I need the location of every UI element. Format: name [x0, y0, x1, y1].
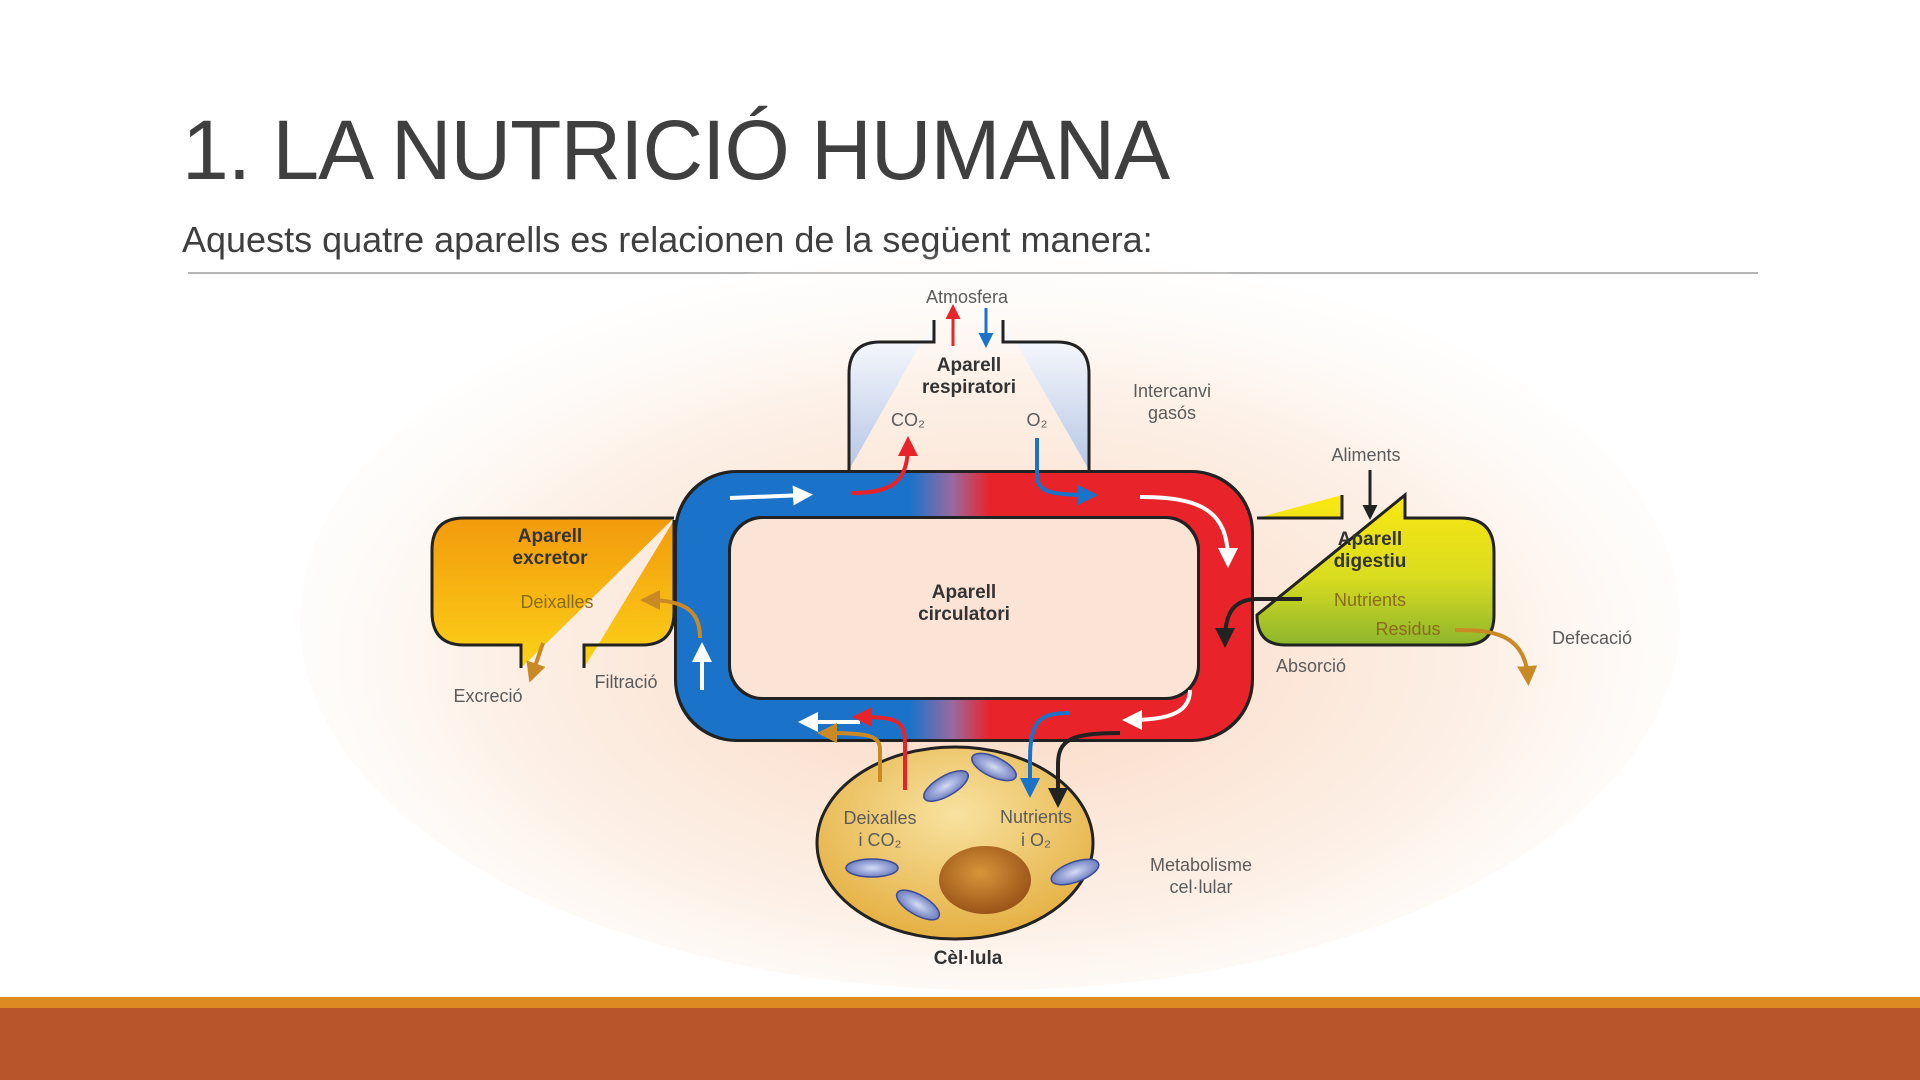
o2-label: O₂ — [1027, 410, 1048, 430]
excretory-label-1: Aparell — [518, 526, 582, 547]
respiratory-system — [847, 320, 1091, 470]
excretory-label-2: excretor — [513, 548, 589, 569]
excretory-waste-label: Deixalles — [520, 592, 593, 612]
cell-waste-arrow — [817, 723, 882, 782]
absorption-arrow — [1215, 597, 1302, 648]
absorption-label: Absorció — [1276, 656, 1346, 676]
cell-waste-label-2: i CO₂ — [859, 830, 902, 850]
mitochondrion — [1050, 858, 1100, 886]
digestive-label-1: Aparell — [1338, 529, 1402, 550]
gas-exchange-label-2: gasós — [1148, 403, 1196, 423]
flow-arrow-top-left — [729, 485, 813, 506]
co2-rise-arrow — [851, 436, 918, 495]
gas-exchange-label-1: Intercanvi — [1133, 381, 1211, 401]
circulatory-loop — [674, 470, 1254, 742]
excretion-arrow — [526, 642, 546, 683]
cell-label: Cèl·lula — [934, 948, 1003, 969]
defecation-arrow — [1454, 628, 1538, 686]
cell-nutrients-label-1: Nutrients — [1000, 807, 1072, 827]
flow-arrow-bottom-right — [1122, 689, 1192, 730]
nutrients-label: Nutrients — [1334, 590, 1406, 610]
footer-accent-stripe — [0, 997, 1920, 1008]
respiratory-label-2: respiratori — [922, 377, 1016, 398]
footer-band — [0, 1008, 1920, 1080]
circulatory-label-2: circulatori — [918, 604, 1010, 625]
metabolism-label-1: Metabolisme — [1150, 855, 1252, 875]
mitochondrion — [923, 770, 969, 802]
mitochondrion — [845, 858, 899, 878]
circulatory-label-1: Aparell — [932, 582, 996, 603]
page-title: 1. LA NUTRICIÓ HUMANA — [182, 103, 1170, 197]
residues-label: Residus — [1375, 619, 1440, 639]
metabolism-label-2: cel·lular — [1169, 877, 1232, 897]
defecation-label: Defecació — [1552, 628, 1632, 648]
cell-nucleus — [939, 846, 1031, 914]
cell-nutrient-arrow — [1048, 731, 1121, 808]
cell-co2-arrow — [852, 707, 907, 790]
digestive-system — [1255, 491, 1496, 647]
cell-o2-arrow — [1020, 711, 1071, 798]
flow-arrow-top-right — [1139, 495, 1238, 568]
atmosphere-label: Atmosfera — [926, 287, 1009, 307]
food-label: Aliments — [1331, 445, 1400, 465]
digestive-label-2: digestiu — [1334, 551, 1407, 572]
o2-descend-arrow — [1035, 438, 1098, 505]
co2-label: CO₂ — [891, 410, 925, 430]
cell-waste-label-1: Deixalles — [843, 808, 916, 828]
nutrition-diagram: Aparell circulatori Atmosfera Aparell re… — [300, 250, 1680, 990]
excretory-system — [430, 516, 676, 668]
cell-nutrients-label-2: i O₂ — [1021, 830, 1051, 850]
filtration-label: Filtració — [594, 672, 657, 692]
filtration-arrow — [640, 590, 702, 639]
respiratory-label-1: Aparell — [937, 355, 1001, 376]
excretion-label: Excreció — [453, 686, 522, 706]
mitochondrion — [971, 752, 1017, 782]
mitochondrion — [895, 889, 941, 921]
